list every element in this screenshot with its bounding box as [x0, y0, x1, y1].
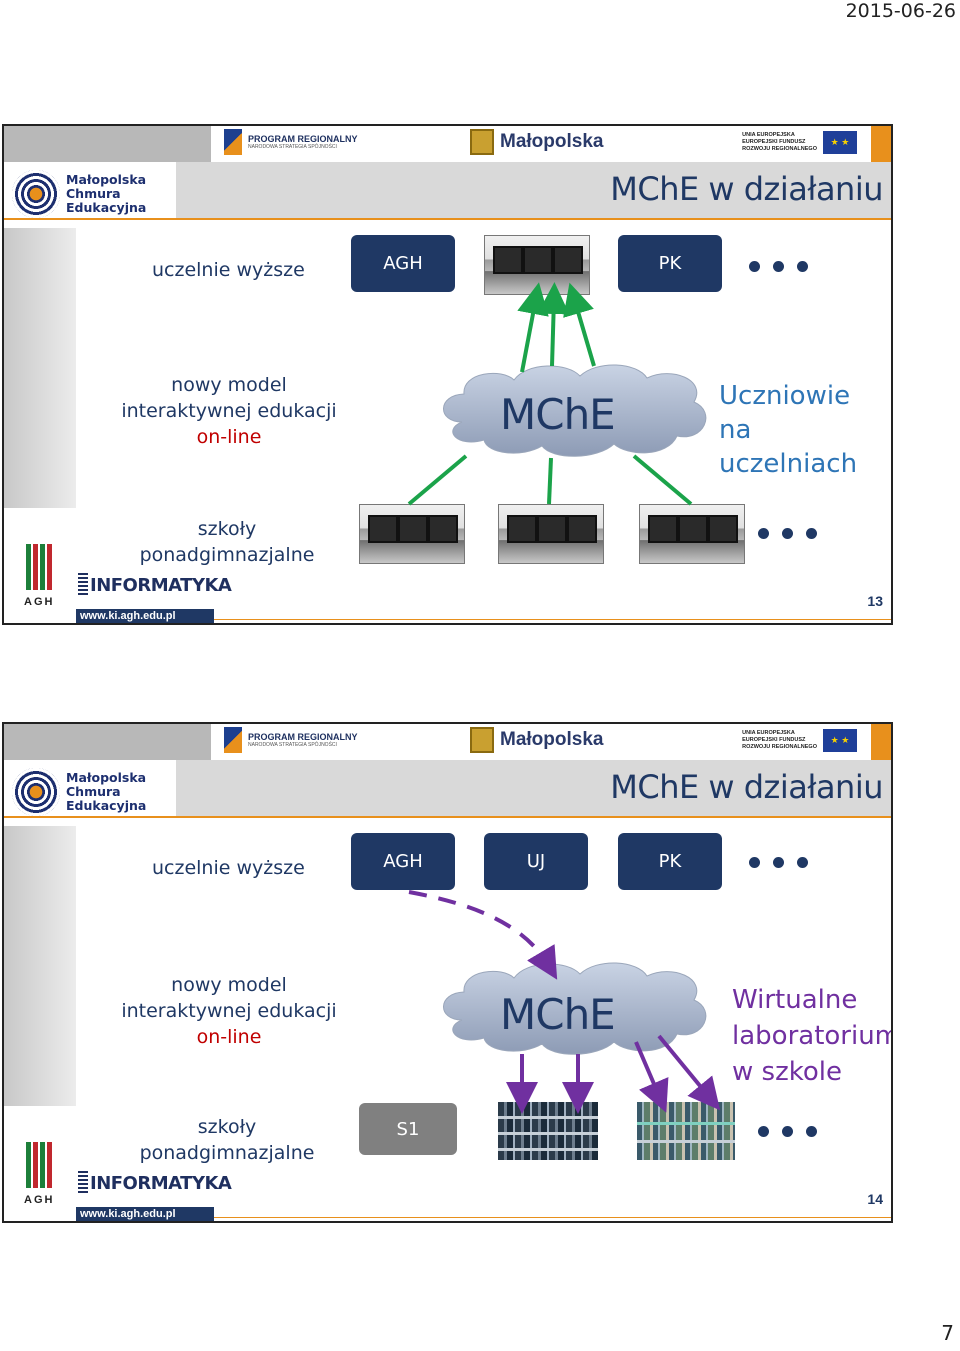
cloud-icon — [443, 962, 707, 1055]
cloud-label: MChE — [500, 990, 616, 1039]
slide-title: MChE w działaniu — [610, 170, 883, 208]
page-number: 7 — [941, 1321, 954, 1345]
box-agh: AGH — [351, 833, 455, 890]
row-label-universities: uczelnie wyższe — [152, 857, 305, 879]
agh-logo: AGH — [18, 1142, 62, 1206]
school-photo-2 — [498, 504, 604, 564]
ellipsis-icon — [758, 1126, 817, 1137]
footer-line — [214, 1217, 891, 1218]
malopolska-logo: Małopolska — [470, 727, 603, 753]
footer-line — [214, 619, 891, 620]
footer-url: www.ki.agh.edu.pl — [76, 1207, 214, 1221]
ellipsis-icon — [749, 857, 808, 868]
cloud-label: MChE — [500, 390, 616, 439]
dots-logo-icon — [12, 170, 60, 218]
slide-title: MChE w działaniu — [610, 768, 883, 806]
row-label-schools: szkoły ponadgimnazjalne — [139, 518, 315, 566]
box-pk: PK — [618, 235, 722, 292]
ellipsis-icon — [758, 528, 817, 539]
eu-flag-icon: ★ ★ — [823, 131, 857, 154]
school-photo-1 — [359, 504, 465, 564]
box-s1: S1 — [359, 1103, 457, 1155]
school-photo-3 — [639, 504, 745, 564]
ellipsis-icon — [749, 261, 808, 272]
sidebar-gradient — [4, 826, 76, 1106]
slide-number: 13 — [867, 593, 883, 609]
program-regionalny-logo: PROGRAM REGIONALNY NARODOWA STRATEGIA SP… — [224, 129, 358, 155]
cloud-icon — [443, 364, 707, 457]
malopolska-logo: Małopolska — [470, 129, 603, 155]
footer-url: www.ki.agh.edu.pl — [76, 609, 214, 623]
mce-logo: Małopolska Chmura Edukacyjna — [12, 170, 146, 218]
dots-logo-icon — [12, 768, 60, 816]
star-icon — [224, 727, 242, 753]
agh-logo: AGH — [18, 544, 62, 608]
box-uj: UJ — [484, 833, 588, 890]
informatyka-logo: INFORMATYKA — [78, 1171, 232, 1194]
middle-label: nowy model interaktywnej edukacji on-lin… — [121, 374, 337, 448]
crest-icon — [470, 129, 494, 155]
slide-number: 14 — [867, 1191, 883, 1207]
ue-logo: UNIA EUROPEJSKA EUROPEJSKI FUNDUSZ ROZWO… — [742, 729, 857, 752]
top-logo-bar: PROGRAM REGIONALNY NARODOWA STRATEGIA SP… — [4, 126, 891, 162]
ue-logo: UNIA EUROPEJSKA EUROPEJSKI FUNDUSZ ROZWO… — [742, 131, 857, 154]
side-text: Wirtualne laboratorium w szkole — [732, 985, 893, 1087]
informatyka-logo: INFORMATYKA — [78, 573, 232, 596]
side-text: Uczniowie na uczelniach — [719, 381, 858, 479]
program-regionalny-logo: PROGRAM REGIONALNY NARODOWA STRATEGIA SP… — [224, 727, 358, 753]
page-date: 2015-06-26 — [845, 0, 956, 22]
top-logo-bar: PROGRAM REGIONALNY NARODOWA STRATEGIA SP… — [4, 724, 891, 760]
box-pk: PK — [618, 833, 722, 890]
slide-13: PROGRAM REGIONALNY NARODOWA STRATEGIA SP… — [2, 124, 893, 625]
row-label-schools: szkoły ponadgimnazjalne — [139, 1116, 315, 1164]
purple-arrows — [408, 890, 721, 1114]
sidebar-gradient — [4, 228, 76, 508]
star-icon — [224, 129, 242, 155]
mce-logo: Małopolska Chmura Edukacyjna — [12, 768, 146, 816]
middle-label: nowy model interaktywnej edukacji on-lin… — [121, 974, 337, 1048]
header-band — [4, 760, 891, 818]
slide-14: PROGRAM REGIONALNY NARODOWA STRATEGIA SP… — [2, 722, 893, 1223]
row-label-universities: uczelnie wyższe — [152, 259, 305, 281]
crest-icon — [470, 727, 494, 753]
box-agh: AGH — [351, 235, 455, 292]
eu-flag-icon: ★ ★ — [823, 729, 857, 752]
green-arrows — [407, 282, 693, 506]
